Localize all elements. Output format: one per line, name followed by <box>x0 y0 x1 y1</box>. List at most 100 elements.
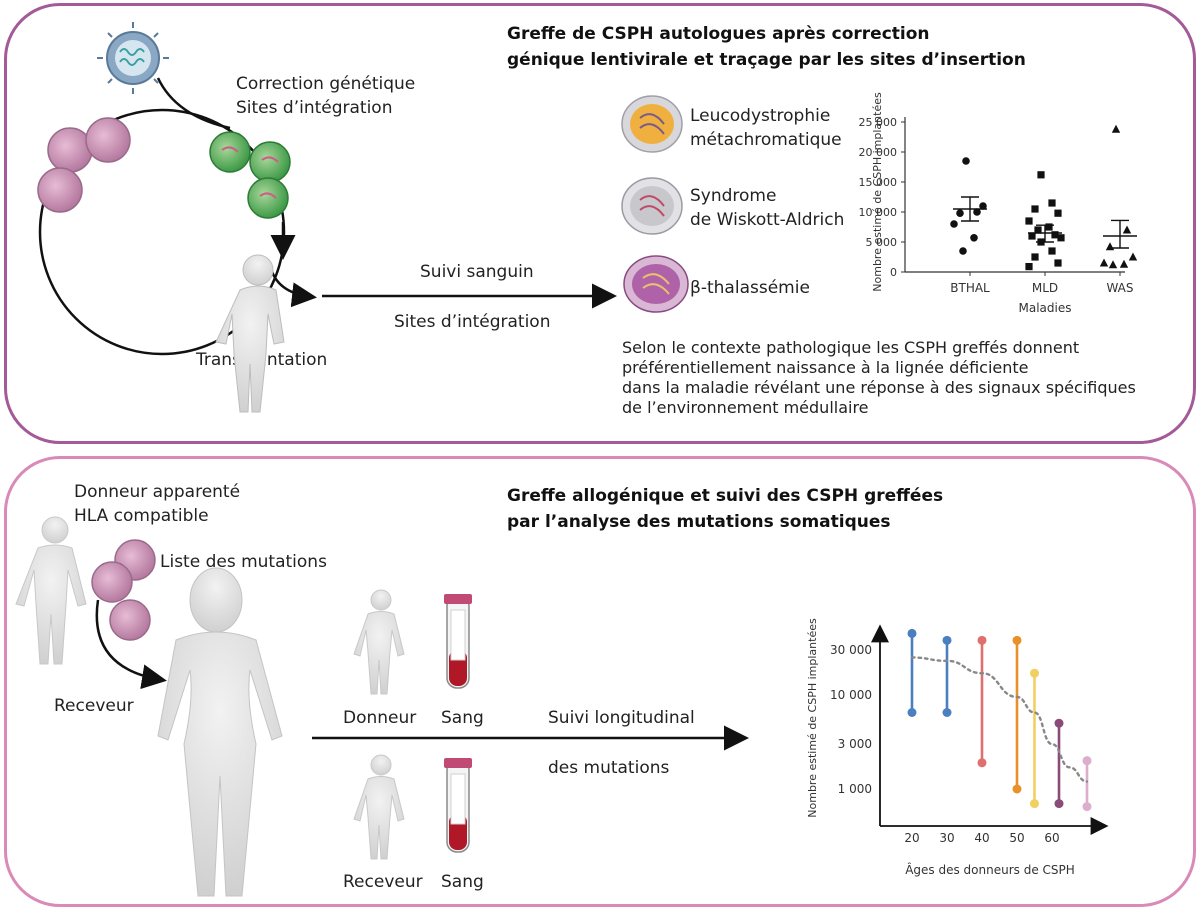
paragraph-line: de l’environnement médullaire <box>622 398 869 417</box>
range-high-point <box>907 628 917 638</box>
data-point <box>1054 259 1062 267</box>
data-point <box>1128 252 1138 261</box>
stem-cells-icon <box>37 117 131 213</box>
data-point <box>1025 263 1033 271</box>
data-point <box>962 157 970 165</box>
range-low-point <box>907 708 917 718</box>
y-tick-label: 5 000 <box>866 236 898 249</box>
x-tick-label: 50 <box>1009 831 1024 845</box>
disease-bthal-label: β-thalassémie <box>690 278 810 298</box>
y-tick-label: 3 000 <box>838 737 872 751</box>
paragraph-line: préférentiellement naissance à la lignée… <box>622 358 1029 377</box>
range-high-point <box>1030 668 1039 678</box>
range-high-point <box>942 635 952 645</box>
data-point <box>1025 217 1033 225</box>
y-axis-label: Nombre estimé de CSPH implantées <box>806 618 819 818</box>
mutations-label: des mutations <box>548 758 670 778</box>
range-low-point <box>1030 799 1039 809</box>
mutation-list-label: Liste des mutations <box>160 552 327 572</box>
y-tick-label: 0 <box>890 266 897 279</box>
data-point <box>1037 171 1045 179</box>
data-point <box>1034 226 1042 234</box>
data-point <box>1099 258 1109 267</box>
donor-figure-icon <box>15 516 87 665</box>
data-point <box>1031 253 1039 261</box>
y-tick-label: 25 000 <box>859 116 898 129</box>
data-point <box>1054 209 1062 217</box>
y-tick-label: 10 000 <box>830 688 872 702</box>
integration-sites-label: Sites d’intégration <box>236 98 393 118</box>
y-tick-label: 20 000 <box>859 146 898 159</box>
paragraph-line: dans la maladie révélant une réponse à d… <box>622 378 1136 397</box>
range-low-point <box>1054 799 1064 809</box>
x-tick-label: BTHAL <box>950 281 990 295</box>
disease-mld-line2: métachromatique <box>690 130 842 150</box>
donor-cells-icon <box>91 539 156 641</box>
trend-line <box>910 656 1089 783</box>
graft-arrow <box>95 599 167 690</box>
donor-label: Donneur <box>343 708 417 728</box>
child-figure-icon <box>215 254 285 413</box>
data-point <box>1048 247 1056 255</box>
data-point <box>1122 225 1132 234</box>
hla-compatible-label: HLA compatible <box>74 506 209 526</box>
range-high-point <box>977 635 987 645</box>
disease-was-line2: de Wiskott-Aldrich <box>690 210 845 230</box>
data-point <box>950 220 958 228</box>
paragraph-line: Selon le contexte pathologique les CSPH … <box>622 338 1080 357</box>
data-point <box>956 209 964 217</box>
y-tick-label: 15 000 <box>859 176 898 189</box>
virus-icon <box>97 22 169 94</box>
top-title-line2: génique lentivirale et traçage par les s… <box>507 50 1026 70</box>
donor-small-figure-icon <box>353 589 405 695</box>
x-tick-label: WAS <box>1106 281 1133 295</box>
disease-mld-line1: Leucodystrophie <box>690 106 831 126</box>
data-point <box>1045 223 1053 231</box>
y-tick-label: 30 000 <box>830 643 872 657</box>
data-point <box>1119 259 1129 268</box>
bottom-title-line1: Greffe allogénique et suivi des CSPH gre… <box>507 486 944 506</box>
x-axis-label: Maladies <box>1019 301 1072 315</box>
mld-cell-icon <box>621 95 683 153</box>
integration-sites-arrow-label: Sites d’intégration <box>394 312 551 332</box>
x-tick-label: 20 <box>904 831 919 845</box>
allogeneic-panel <box>4 456 1196 907</box>
bottom-title-line2: par l’analyse des mutations somatiques <box>507 512 891 532</box>
data-point <box>973 208 981 216</box>
bthal-cell-icon <box>623 255 689 313</box>
y-axis-label: Nombre estimé de CSPH implantées <box>871 92 884 292</box>
recipient-label: Receveur <box>343 872 423 892</box>
top-paragraph: Selon le contexte pathologique les CSPH … <box>622 338 1136 418</box>
range-high-point <box>1012 635 1022 645</box>
data-point <box>959 247 967 255</box>
blood-label-donor: Sang <box>441 708 484 728</box>
recipient-small-figure-icon <box>353 754 405 860</box>
data-point <box>979 202 987 210</box>
range-low-point <box>942 708 952 718</box>
data-point <box>1108 260 1118 269</box>
autologous-panel <box>4 3 1196 444</box>
range-low-point <box>977 758 987 768</box>
data-point <box>970 234 978 242</box>
x-axis-label: Âges des donneurs de CSPH <box>905 862 1075 877</box>
range-high-point <box>1054 718 1064 728</box>
recipient-left-label: Receveur <box>54 696 134 716</box>
data-point <box>1111 124 1121 133</box>
blood-tube-icon <box>444 594 472 689</box>
range-high-point <box>1082 756 1092 766</box>
blood-label-recipient: Sang <box>441 872 484 892</box>
data-point <box>1031 205 1039 213</box>
x-tick-label: 40 <box>974 831 989 845</box>
data-point <box>1051 231 1059 239</box>
x-tick-label: MLD <box>1032 281 1058 295</box>
recipient-figure-icon <box>157 567 283 897</box>
correction-label: Correction génétique <box>236 74 416 94</box>
data-point <box>1057 234 1065 242</box>
data-point <box>1028 232 1036 240</box>
range-low-point <box>1012 784 1022 794</box>
x-tick-label: 60 <box>1044 831 1059 845</box>
top-title-line1: Greffe de CSPH autologues après correcti… <box>507 24 930 44</box>
blood-tube-icon <box>444 758 472 853</box>
